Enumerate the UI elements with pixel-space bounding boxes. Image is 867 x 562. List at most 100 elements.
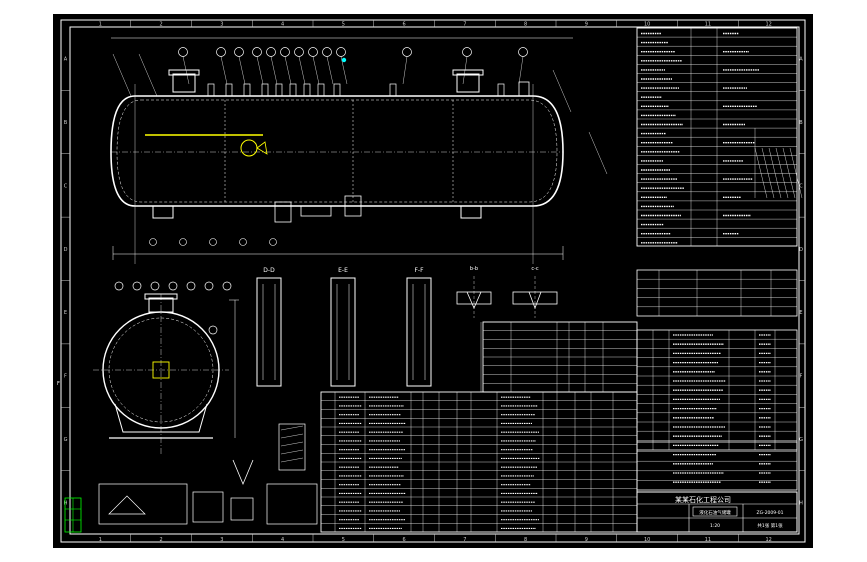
- bill-of-materials-table: [320, 321, 638, 533]
- grid-col-label: 9: [585, 537, 588, 543]
- spec-table-hatch: [782, 147, 796, 199]
- section-views: [256, 277, 432, 387]
- saddle-right: [460, 205, 482, 219]
- bottom-nozzle-b: [300, 205, 332, 217]
- end-view-manway: [148, 297, 174, 313]
- spec-table-hatch: [789, 147, 803, 199]
- section-d-label: D-D: [263, 267, 275, 274]
- grid-col-label: 4: [281, 537, 284, 543]
- grid-col-label: 5: [342, 537, 345, 543]
- grid-row-label: C: [64, 183, 68, 189]
- callout-balloon: [209, 238, 217, 246]
- detail-c-label: c-c: [531, 266, 539, 272]
- grid-col-label: 1: [99, 537, 102, 543]
- detail-view-2: [192, 491, 224, 523]
- detail-view-1-shape: [108, 495, 146, 515]
- grid-col-label: 8: [524, 537, 527, 543]
- callout-balloon: [178, 47, 188, 57]
- callout-balloon: [132, 281, 142, 291]
- nozzle-stub: [275, 83, 283, 97]
- grid-row-label: B: [799, 120, 803, 126]
- leader-line: [256, 56, 264, 85]
- grid-row-label: G: [64, 437, 68, 443]
- vessel-shell: [110, 95, 564, 207]
- leader-line: [298, 56, 306, 85]
- spec-table-hatch: [775, 147, 789, 199]
- section-e-label: E-E: [338, 267, 348, 274]
- grid-col-label: 10: [644, 22, 650, 28]
- leader-line: [588, 131, 608, 175]
- grid-row-label: H: [799, 500, 803, 506]
- cyan-marker: [341, 57, 347, 63]
- grid-col-label: 12: [765, 22, 771, 28]
- title-block-frame: [636, 491, 798, 533]
- callout-balloon: [208, 325, 218, 335]
- callout-balloon: [222, 281, 232, 291]
- grid-row-label: A: [799, 57, 803, 63]
- callout-leaders: [112, 53, 608, 175]
- weld-details: [456, 276, 558, 318]
- technical-spec-table: [636, 27, 803, 247]
- nozzle-table-a: [636, 269, 798, 317]
- title-block: [636, 491, 798, 533]
- grid-row-label: A: [64, 57, 68, 63]
- spec-table-hatch: [754, 147, 768, 199]
- weld-bevel: [466, 291, 482, 309]
- callout-balloon: [269, 238, 277, 246]
- detail-hatch: [280, 433, 304, 439]
- grid-row-label: G: [799, 437, 803, 443]
- vessel-inner-line: [116, 99, 558, 203]
- grid-row-label: C: [799, 183, 803, 189]
- callout-balloon: [149, 238, 157, 246]
- end-view-saddle: [114, 403, 208, 433]
- leader-line: [326, 56, 334, 85]
- inner-border: [69, 26, 800, 535]
- grid-col-label: 3: [220, 22, 223, 28]
- manway-right: [456, 73, 480, 93]
- item-callout-balloons: [114, 47, 528, 335]
- left-edge-label: F: [57, 381, 60, 387]
- vessel-end-view: [93, 293, 239, 454]
- grid-col-label: 7: [463, 537, 466, 543]
- drawing-number: ZG-2009-01: [757, 510, 784, 516]
- small-detail-views: [98, 423, 318, 525]
- callout-balloon: [322, 47, 332, 57]
- callout-balloon: [252, 47, 262, 57]
- grid-col-label: 5: [342, 22, 345, 28]
- grid-row-label: D: [64, 247, 68, 253]
- callout-balloon: [294, 47, 304, 57]
- sheet-count: 共1张 第1张: [757, 522, 783, 529]
- title-name-box: [692, 506, 738, 517]
- callout-balloon: [402, 47, 412, 57]
- callout-balloon: [179, 238, 187, 246]
- nozzle-stub: [497, 83, 505, 97]
- vessel-elevation: [110, 37, 608, 264]
- callout-balloon: [336, 47, 346, 57]
- spec-table-hatch: [768, 147, 782, 199]
- grid-col-label: 11: [705, 537, 711, 543]
- callout-balloon: [204, 281, 214, 291]
- detail-b-label: b-b: [470, 266, 478, 272]
- grid-col-label: 11: [705, 22, 711, 28]
- grid-row-label: E: [64, 310, 67, 316]
- leader-line: [518, 56, 524, 85]
- leader-line: [552, 69, 572, 113]
- saddle-left: [152, 205, 174, 219]
- detail-hatch: [280, 457, 304, 463]
- grid-col-label: 10: [644, 537, 650, 543]
- nozzle-stub: [317, 83, 325, 97]
- detail-leader-highlight: [256, 141, 268, 155]
- callout-balloon: [168, 281, 178, 291]
- company-name: 某某石化工程公司: [675, 495, 731, 504]
- callout-balloon: [186, 281, 196, 291]
- callout-balloon: [114, 281, 124, 291]
- spec-table-hatch: [761, 147, 775, 199]
- callout-balloon: [150, 281, 160, 291]
- nozzle-stub: [261, 83, 269, 97]
- grid-col-label: 2: [160, 22, 163, 28]
- section-view-d: [256, 277, 282, 387]
